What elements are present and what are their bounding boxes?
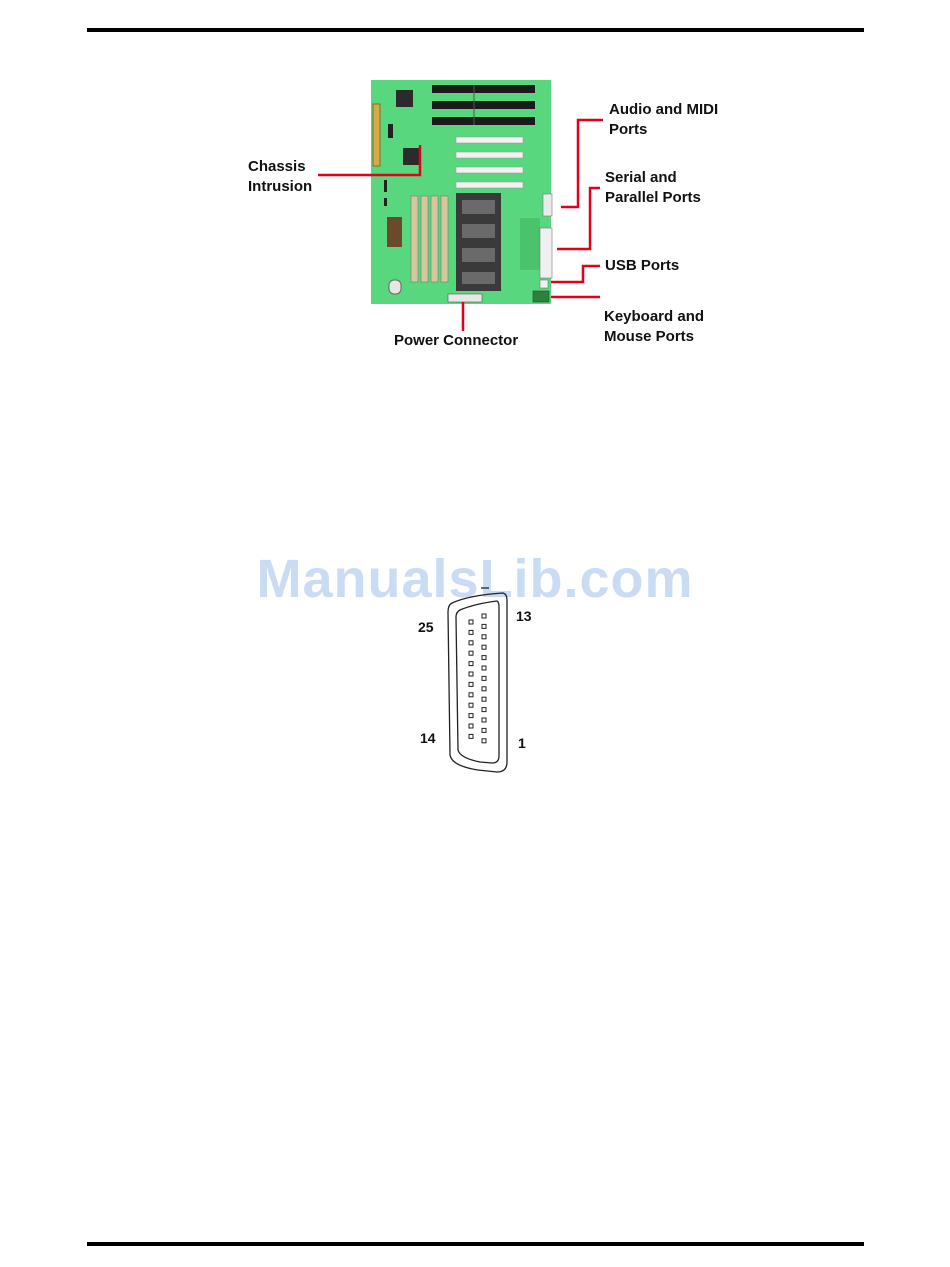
pin-hole (469, 693, 473, 697)
label-power-connector: Power Connector (394, 331, 518, 351)
label-serial-parallel: Serial and Parallel Ports (605, 168, 701, 208)
memory-slot-2 (421, 196, 428, 282)
pci-slot-4 (456, 182, 523, 188)
label-chassis-intrusion: Chassis Intrusion (248, 157, 312, 197)
pin-hole (469, 641, 473, 645)
pin-label-1: 1 (518, 735, 526, 751)
edge-connector (373, 104, 380, 166)
connector-outer-shell (448, 593, 507, 772)
pin-hole (469, 672, 473, 676)
power-connector-shape (448, 294, 482, 302)
usb-port (540, 280, 548, 288)
pin-label-13: 13 (516, 608, 532, 624)
pin-hole (482, 718, 486, 722)
pin-hole (469, 714, 473, 718)
footer-rule (87, 1242, 864, 1246)
pin-hole (469, 620, 473, 624)
pci-slot-3 (456, 167, 523, 173)
pin-hole (469, 724, 473, 728)
memory-slot-1 (411, 196, 418, 282)
pin-hole (482, 687, 486, 691)
pin-hole (469, 651, 473, 655)
isa-slot-3 (432, 117, 535, 125)
chip-smd (384, 180, 387, 192)
pin-hole (469, 734, 473, 738)
callout-audio (561, 120, 603, 207)
regulator (520, 218, 540, 270)
pin-hole (482, 645, 486, 649)
chip-small (388, 124, 393, 138)
pin-hole (469, 630, 473, 634)
pin-hole (469, 703, 473, 707)
pin-hole (482, 635, 486, 639)
pin-hole (482, 656, 486, 660)
isa-slot-2 (432, 101, 535, 109)
pin-label-14: 14 (420, 730, 436, 746)
watermark: ManualsLib.com (0, 548, 950, 610)
chip-block (387, 217, 402, 247)
label-keyboard-mouse: Keyboard and Mouse Ports (604, 307, 704, 347)
serial-port (540, 228, 552, 278)
battery (389, 280, 401, 294)
label-audio-midi: Audio and MIDI Ports (609, 100, 718, 140)
chip-large (396, 90, 413, 107)
pin-hole (482, 676, 486, 680)
audio-port (543, 194, 552, 216)
pin-hole (482, 614, 486, 618)
pin-hole (482, 666, 486, 670)
connector-inner-shell (456, 601, 499, 763)
pin-label-25: 25 (418, 619, 434, 635)
pin-hole (469, 682, 473, 686)
pin-hole (482, 624, 486, 628)
pin-hole (482, 697, 486, 701)
connector-pins (469, 614, 486, 743)
isa-slot-1 (432, 85, 535, 93)
keyboard-port (533, 291, 549, 302)
pin-hole (482, 728, 486, 732)
pin-hole (469, 662, 473, 666)
memory-slot-4 (441, 196, 448, 282)
memory-slot-3 (431, 196, 438, 282)
pin-hole (482, 708, 486, 712)
chip-smd-2 (384, 198, 387, 206)
pin-hole (482, 739, 486, 743)
pci-slot-2 (456, 152, 523, 158)
chip-medium (403, 148, 420, 165)
callout-usb (551, 266, 600, 282)
label-usb-ports: USB Ports (605, 256, 679, 276)
pci-slot-1 (456, 137, 523, 143)
